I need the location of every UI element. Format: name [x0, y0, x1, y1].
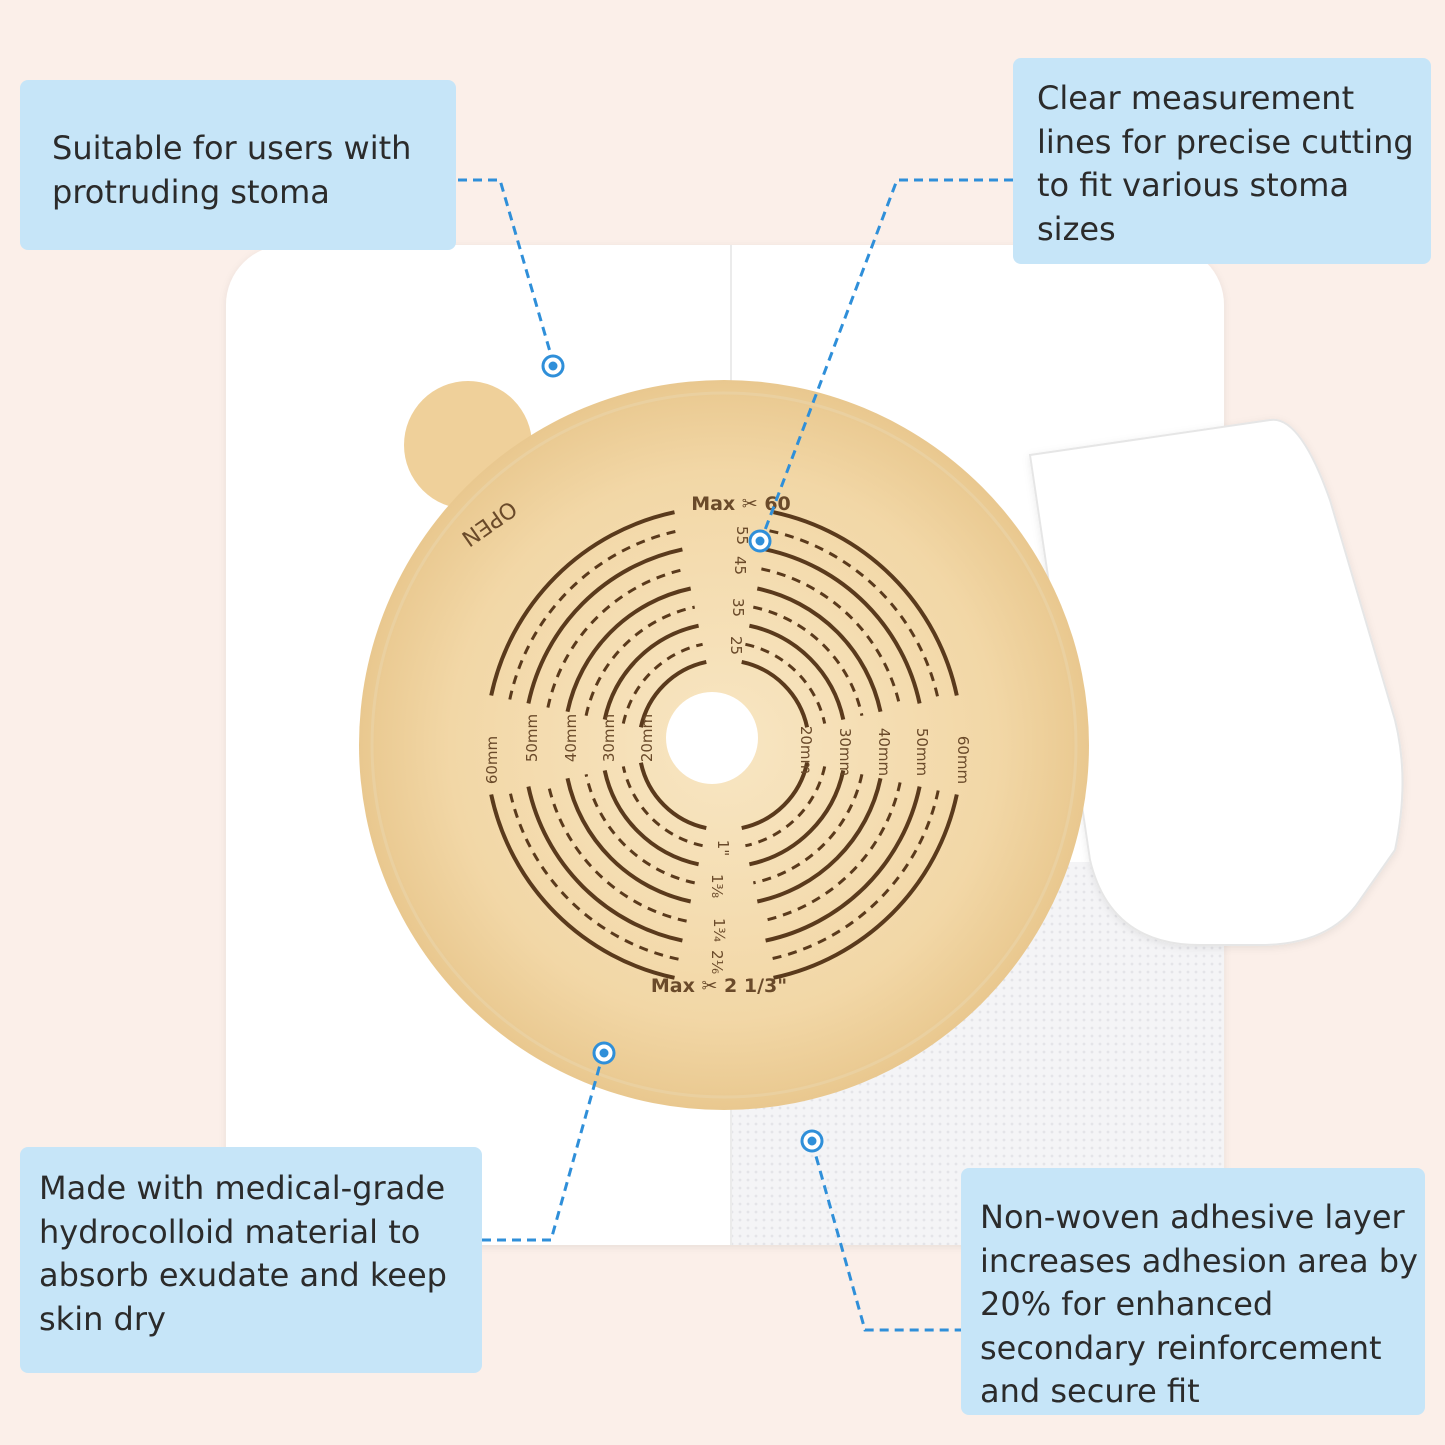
callout-line: Suitable for users with	[52, 129, 412, 167]
leader-line-top-left	[458, 178, 555, 363]
callout-line: secondary reinforcement	[980, 1328, 1382, 1367]
marker-dot-icon	[800, 1129, 824, 1153]
dashed-ring	[769, 529, 940, 700]
right-mm-labels: 20mm 30mm 40mm 50mm 60mm	[797, 726, 972, 784]
solid-ring	[756, 777, 883, 904]
solid-ring	[756, 586, 883, 713]
solid-ring	[565, 777, 692, 904]
dashed-ring	[584, 773, 696, 885]
solid-ring	[602, 769, 700, 867]
inch-label: 1¾	[710, 918, 728, 943]
solid-ring	[773, 794, 959, 980]
solid-ring	[765, 786, 922, 943]
dashed-ring	[508, 790, 679, 961]
leader-lines	[458, 178, 1013, 1332]
callout-nonwoven-adhesive: Non-woven adhesive layer increases adhes…	[961, 1168, 1425, 1415]
dashed-ring	[621, 642, 703, 724]
marker-dot-icon	[541, 354, 565, 378]
max-bottom-label: Max ✂ 2 1/3"	[651, 975, 787, 997]
callout-line: and secure fit	[980, 1372, 1200, 1410]
solid-ring	[748, 769, 846, 867]
mm-label: 40mm	[562, 714, 580, 762]
mm-label: 60mm	[483, 736, 501, 784]
mm-label: 30mm	[836, 728, 854, 776]
top-size-numbers: 55 45 35 25	[727, 526, 751, 655]
solid-ring	[638, 762, 707, 831]
callout-measurement-lines: Clear measurement lines for precise cutt…	[1013, 58, 1431, 264]
solid-ring	[741, 762, 810, 831]
mm-label: 40mm	[875, 728, 893, 776]
callout-line: Non-woven adhesive layer	[980, 1198, 1405, 1236]
dashed-ring	[508, 529, 679, 700]
marker-dot-icon	[592, 1041, 616, 1065]
dashed-ring	[745, 642, 827, 724]
mm-label: 20mm	[797, 726, 815, 774]
solid-ring	[748, 623, 846, 721]
inch-label: 1⅜	[708, 874, 726, 898]
dashed-ring	[761, 567, 902, 708]
callout-line: absorb exudate and keep	[39, 1256, 447, 1294]
mm-label: 60mm	[954, 736, 972, 784]
solid-ring	[602, 623, 700, 721]
dashed-ring	[745, 766, 827, 848]
size-number: 35	[729, 598, 747, 617]
solid-ring	[526, 786, 683, 943]
callout-markers	[541, 354, 824, 1153]
callout-line: protruding stoma	[52, 172, 330, 211]
callout-line: Made with medical-grade	[39, 1169, 446, 1207]
callout-protruding-stoma: Suitable for users with protruding stoma	[20, 80, 456, 250]
mm-label: 20mm	[638, 714, 656, 762]
marker-dot-icon	[748, 529, 772, 553]
dashed-ring	[621, 766, 703, 848]
inch-label: 2⅙	[708, 950, 726, 975]
callout-line: to fit various stoma	[1037, 166, 1350, 204]
mm-label: 50mm	[913, 728, 931, 776]
dashed-ring	[761, 782, 902, 923]
solid-ring	[773, 510, 959, 696]
solid-ring	[565, 586, 692, 713]
size-number: 55	[733, 526, 751, 545]
dashed-ring	[584, 605, 696, 717]
dashed-ring	[752, 605, 864, 717]
callout-line: hydrocolloid material to	[39, 1212, 421, 1251]
hydrocolloid-wafer: OPEN Max ✂ 60 Max ✂ 2 1/3" 55 45 35 25 6…	[359, 380, 1089, 1110]
callout-line: skin dry	[39, 1299, 166, 1338]
callout-line: 20% for enhanced	[980, 1285, 1274, 1323]
dashed-ring	[546, 782, 687, 923]
left-mm-labels: 60mm 50mm 40mm 30mm 20mm	[483, 714, 656, 784]
dashed-ring	[769, 790, 940, 961]
dashed-ring	[752, 773, 864, 885]
callout-line: increases adhesion area by	[980, 1241, 1418, 1280]
size-number: 25	[727, 636, 745, 655]
mm-label: 30mm	[600, 714, 618, 762]
inch-label: 1"	[714, 840, 732, 856]
solid-ring	[526, 547, 683, 704]
measurement-rings	[489, 510, 959, 980]
leader-line-top-right	[760, 178, 1013, 539]
size-number: 45	[731, 556, 749, 575]
leader-line-bottom-right	[810, 1141, 961, 1332]
release-paper-flap	[1028, 418, 1404, 946]
solid-ring	[489, 794, 675, 980]
callout-hydrocolloid-material: Made with medical-grade hydrocolloid mat…	[20, 1147, 482, 1373]
callout-line: lines for precise cutting	[1037, 122, 1414, 161]
solid-ring	[765, 547, 922, 704]
bottom-inch-labels: 1" 1⅜ 1¾ 2⅙	[708, 840, 732, 975]
solid-ring	[741, 659, 810, 728]
dashed-ring	[546, 567, 687, 708]
leader-line-bottom-left	[482, 1053, 605, 1242]
max-top-label: Max ✂ 60	[691, 493, 791, 515]
solid-ring	[489, 510, 675, 696]
solid-ring	[638, 659, 707, 728]
callout-line: Clear measurement	[1037, 79, 1355, 117]
callout-line: sizes	[1037, 209, 1116, 248]
mm-label: 50mm	[523, 714, 541, 762]
